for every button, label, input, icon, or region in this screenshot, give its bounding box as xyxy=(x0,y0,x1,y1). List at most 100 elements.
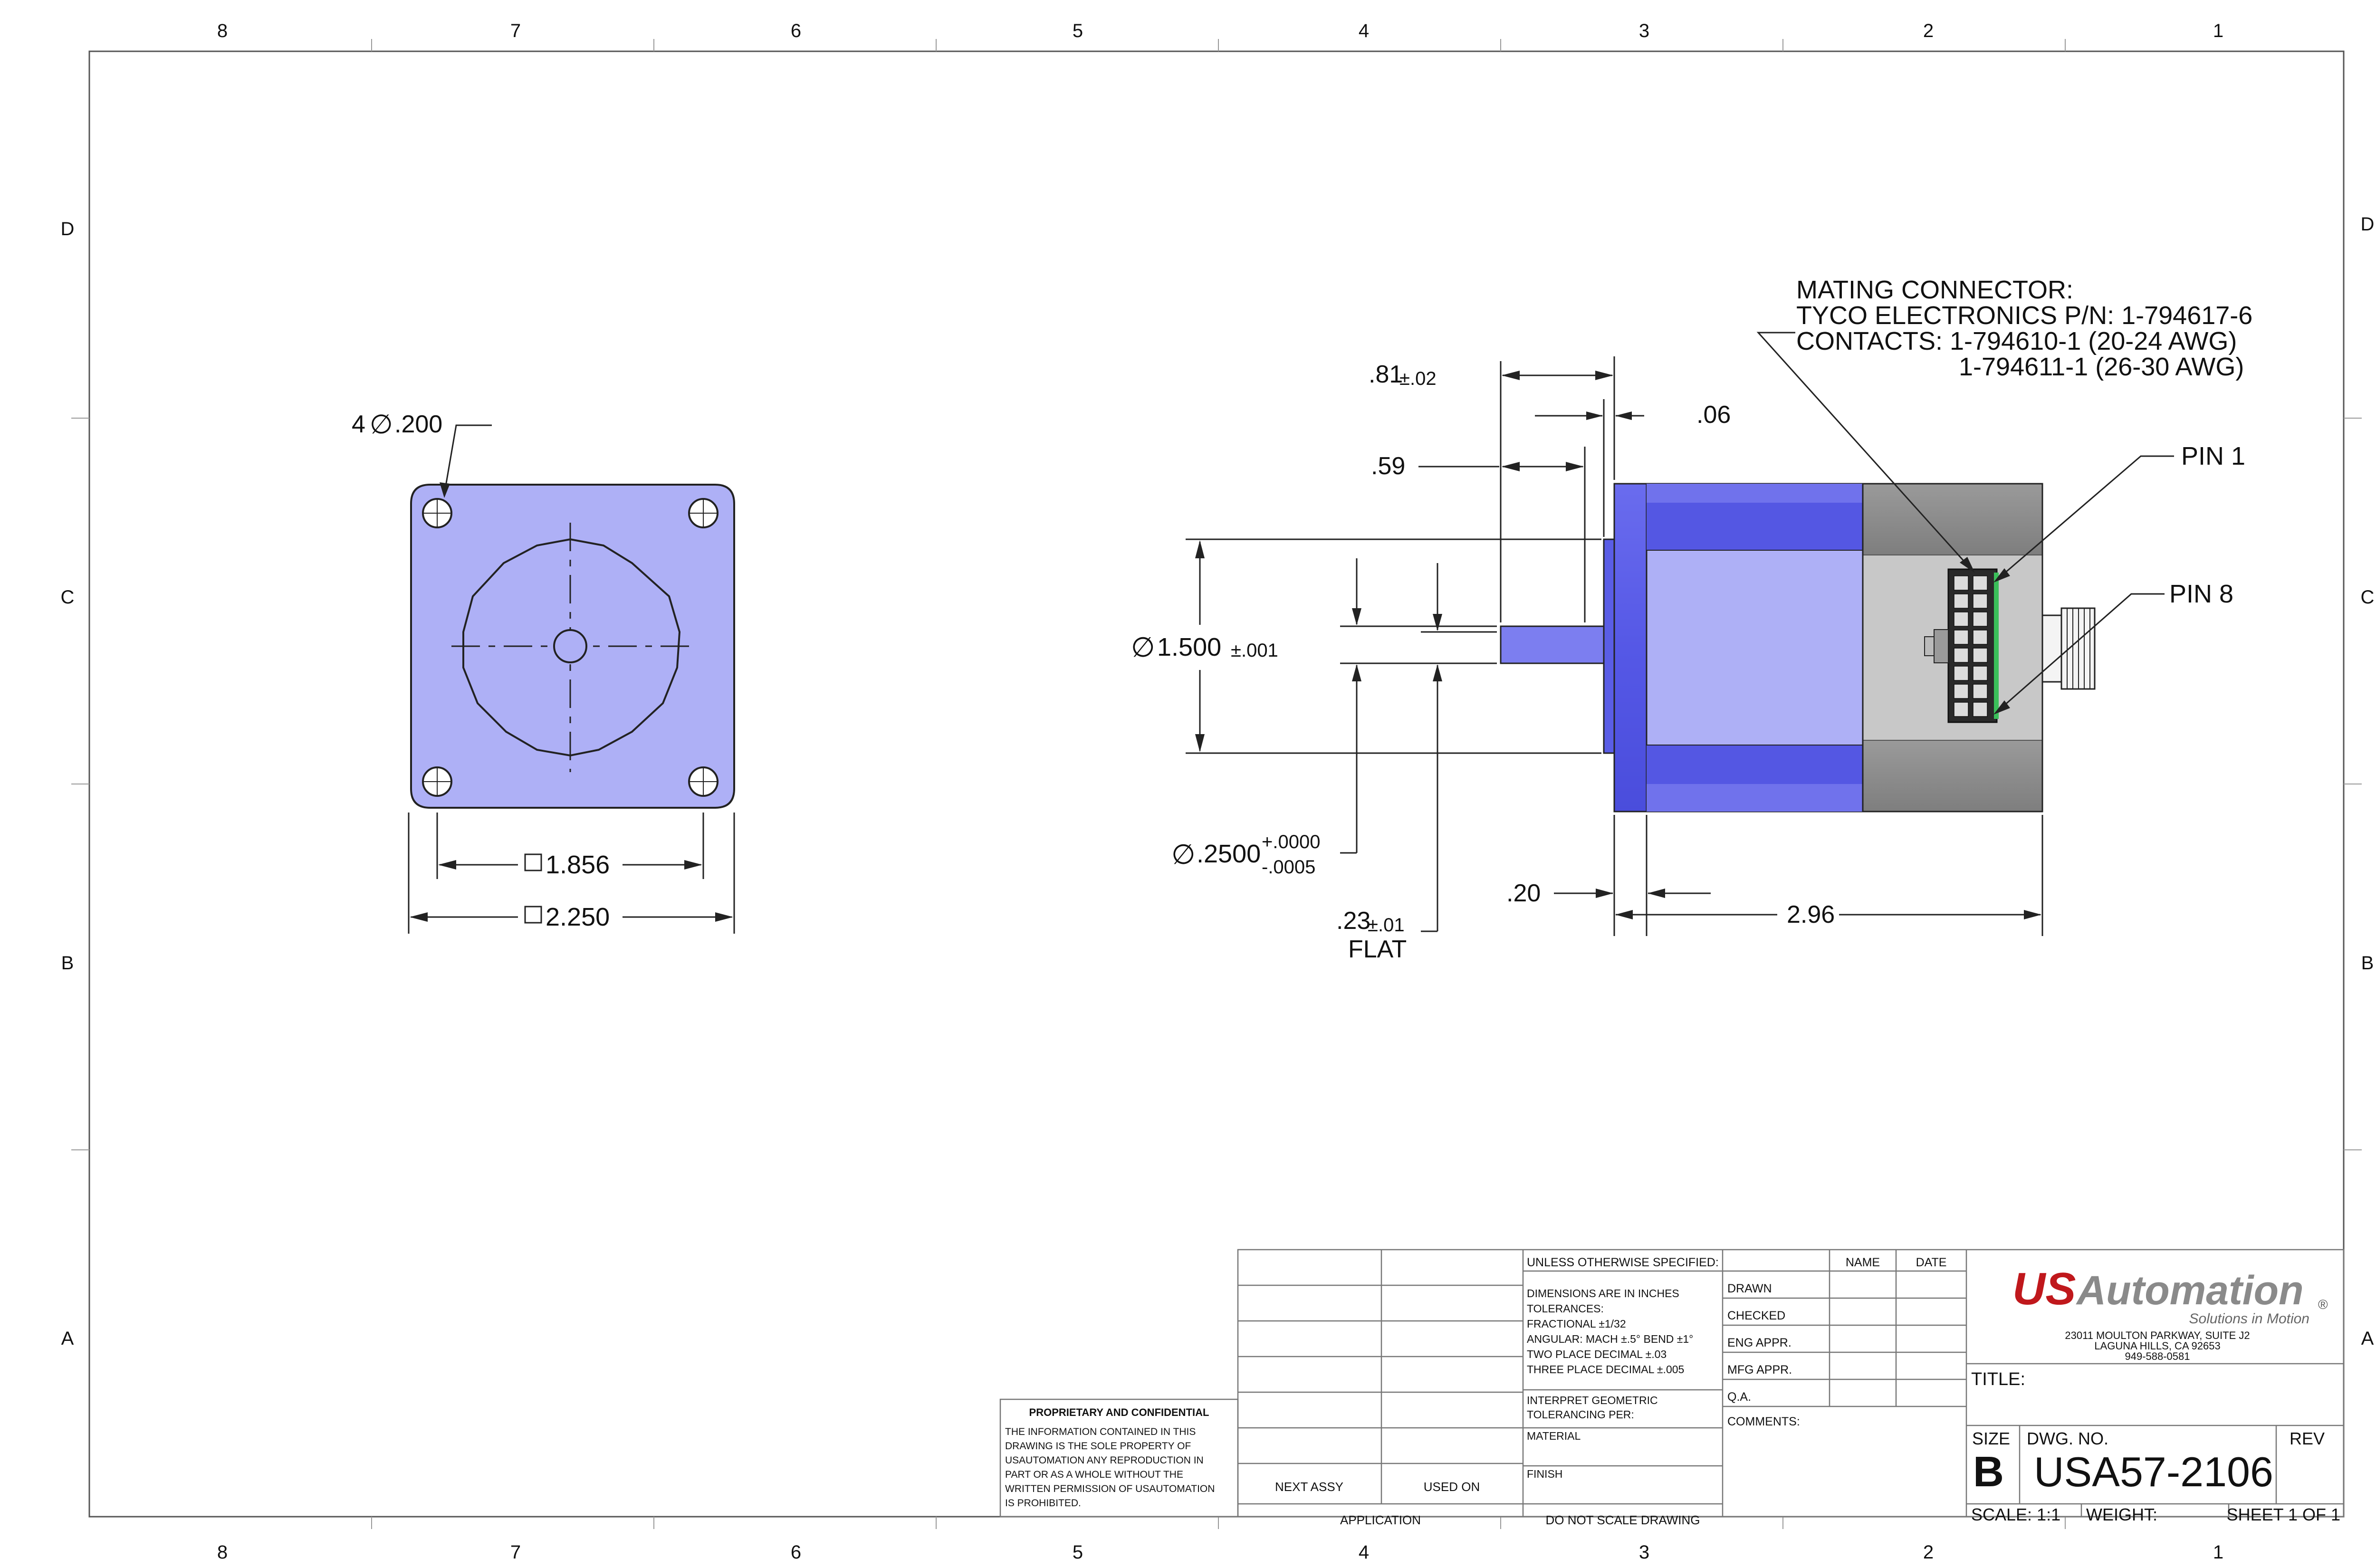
flat-value: .23 xyxy=(1336,907,1370,935)
pilot-boss xyxy=(1603,538,1615,754)
dim-flat-length: .59 xyxy=(1371,447,1586,622)
zone-labels-sides: D C B A D C B A xyxy=(61,214,2375,1349)
zone-col-label: 7 xyxy=(510,20,521,41)
rev-label: REV xyxy=(2290,1429,2325,1448)
proprietary-line: USAUTOMATION ANY REPRODUCTION IN xyxy=(1005,1455,1204,1466)
zone-row-label: B xyxy=(2361,953,2374,974)
zone-col-label: 7 xyxy=(510,1542,521,1563)
zone-col-label: 8 xyxy=(217,20,228,41)
title-label: TITLE: xyxy=(1971,1369,2025,1389)
bolt-pattern-value: 1.856 xyxy=(546,851,610,879)
zone-col-label: 5 xyxy=(1073,1542,1083,1563)
next-assy-label: NEXT ASSY xyxy=(1275,1480,1343,1494)
zone-col-label: 3 xyxy=(1639,20,1649,41)
hole-count: 4 xyxy=(352,411,365,438)
zone-row-label: A xyxy=(61,1328,74,1349)
address-line: 23011 MOULTON PARKWAY, SUITE J2 xyxy=(2065,1329,2250,1341)
dim-pilot-thickness: .06 xyxy=(1535,399,1731,537)
drawing-number: USA57-2106 xyxy=(2034,1448,2273,1495)
sheet-label: SHEET 1 OF 1 xyxy=(2227,1505,2340,1524)
tolerance-line: TOLERANCES: xyxy=(1527,1302,1604,1315)
dim-flat: .23 ±.01 FLAT xyxy=(1336,563,1497,963)
dim-body-length: 2.96 xyxy=(1615,815,2043,936)
logo-automation: Automation xyxy=(2076,1268,2304,1313)
zone-labels-top: 8 7 6 5 4 3 2 1 xyxy=(217,20,2223,41)
size-label: SIZE xyxy=(1972,1429,2010,1448)
note-line-2: TYCO ELECTRONICS P/N: 1-794617-6 xyxy=(1796,301,2252,330)
title-block: NEXT ASSY USED ON APPLICATION UNLESS OTH… xyxy=(1237,1249,2345,1527)
drawing-size: B xyxy=(1973,1448,2004,1496)
comments-label: COMMENTS: xyxy=(1727,1415,1800,1428)
role-checked: CHECKED xyxy=(1727,1309,1785,1322)
address-line: 949-588-0581 xyxy=(2125,1350,2190,1362)
zone-col-label: 6 xyxy=(791,1542,801,1563)
square-symbol xyxy=(524,853,542,871)
material-label: MATERIAL xyxy=(1527,1430,1581,1442)
date-header: DATE xyxy=(1916,1256,1947,1269)
logo-us: US xyxy=(2012,1263,2076,1314)
square-symbol xyxy=(524,906,542,924)
zone-col-label: 6 xyxy=(791,20,801,41)
tolerance-line: FRACTIONAL ±1/32 xyxy=(1527,1318,1626,1330)
zone-ticks xyxy=(71,39,2362,1529)
tolerance-line: THREE PLACE DECIMAL ±.005 xyxy=(1527,1363,1684,1376)
connector-note: MATING CONNECTOR: TYCO ELECTRONICS P/N: … xyxy=(1756,276,2252,573)
body-length-value: 2.96 xyxy=(1787,901,1835,928)
shaft-length-tol: ±.02 xyxy=(1399,368,1437,389)
proprietary-line: WRITTEN PERMISSION OF USAUTOMATION xyxy=(1005,1483,1215,1494)
dwg-no-label: DWG. NO. xyxy=(2027,1429,2108,1448)
zone-col-label: 1 xyxy=(2213,20,2223,41)
company-logo: US Automation ® Solutions in Motion xyxy=(2012,1263,2328,1327)
connector-pins xyxy=(1954,575,1988,717)
tolerance-line: DIMENSIONS ARE IN INCHES xyxy=(1527,1287,1679,1300)
logo-registered: ® xyxy=(2318,1297,2328,1312)
zone-row-label: C xyxy=(61,587,75,608)
pin-1-callout: PIN 1 xyxy=(1993,442,2245,583)
proprietary-line: THE INFORMATION CONTAINED IN THIS xyxy=(1005,1426,1196,1437)
logo-tagline: Solutions in Motion xyxy=(2189,1311,2309,1327)
address-line: LAGUNA HILLS, CA 92653 xyxy=(2094,1340,2220,1352)
zone-labels-bottom: 8 7 6 5 4 3 2 1 xyxy=(217,1542,2223,1563)
shaft-tol-minus: -.0005 xyxy=(1262,857,1315,878)
proprietary-line: DRAWING IS THE SOLE PROPERTY OF xyxy=(1005,1441,1191,1452)
electrical-connector xyxy=(1947,568,1998,723)
role-mfg-appr: MFG APPR. xyxy=(1727,1363,1792,1377)
pilot-diameter-tol: ±.001 xyxy=(1231,640,1278,661)
tolerance-line: ANGULAR: MACH ±.5° BEND ±1° xyxy=(1527,1333,1693,1345)
application-label: APPLICATION xyxy=(1340,1513,1421,1527)
motor-shaft xyxy=(1500,625,1605,664)
pilot-thickness-value: .06 xyxy=(1696,401,1731,429)
interpret-line: TOLERANCING PER: xyxy=(1527,1408,1634,1421)
finish-label: FINISH xyxy=(1527,1468,1562,1480)
tolerance-line: TWO PLACE DECIMAL ±.03 xyxy=(1527,1348,1667,1360)
shaft-tol-plus: +.0000 xyxy=(1262,832,1320,852)
connector-latch xyxy=(1934,629,1949,663)
diameter-symbol: ∅ xyxy=(1171,839,1196,870)
zone-col-label: 1 xyxy=(2213,1542,2223,1563)
flat-tol: ±.01 xyxy=(1368,915,1405,936)
weight-label: WEIGHT: xyxy=(2086,1505,2157,1524)
diameter-symbol: ∅ xyxy=(1131,632,1155,663)
side-view: .81 ±.02 .06 .59 ∅ xyxy=(1131,276,2252,963)
note-line-1: MATING CONNECTOR: xyxy=(1796,276,2073,304)
proprietary-notice: PROPRIETARY AND CONFIDENTIAL THE INFORMA… xyxy=(999,1398,1239,1518)
used-on-label: USED ON xyxy=(1424,1480,1480,1494)
zone-col-label: 5 xyxy=(1073,20,1083,41)
zone-col-label: 4 xyxy=(1359,1542,1369,1563)
dim-bolt-pattern: 1.856 xyxy=(436,813,704,879)
flange-thickness-value: .20 xyxy=(1506,880,1541,907)
hole-callout: 4 ∅ .200 xyxy=(352,409,492,498)
role-drawn: DRAWN xyxy=(1727,1282,1772,1295)
mounting-holes xyxy=(422,498,719,797)
zone-col-label: 3 xyxy=(1639,1542,1649,1563)
proprietary-title: PROPRIETARY AND CONFIDENTIAL xyxy=(1029,1406,1209,1418)
shaft-length-value: .81 xyxy=(1369,361,1403,388)
front-flange xyxy=(1613,483,1648,813)
diameter-symbol: ∅ xyxy=(370,409,393,439)
pilot-diameter-value: 1.500 xyxy=(1157,633,1221,661)
zone-row-label: D xyxy=(61,219,75,239)
proprietary-line: IS PROHIBITED. xyxy=(1005,1498,1081,1509)
zone-col-label: 8 xyxy=(217,1542,228,1563)
zone-col-label: 2 xyxy=(1923,1542,1934,1563)
